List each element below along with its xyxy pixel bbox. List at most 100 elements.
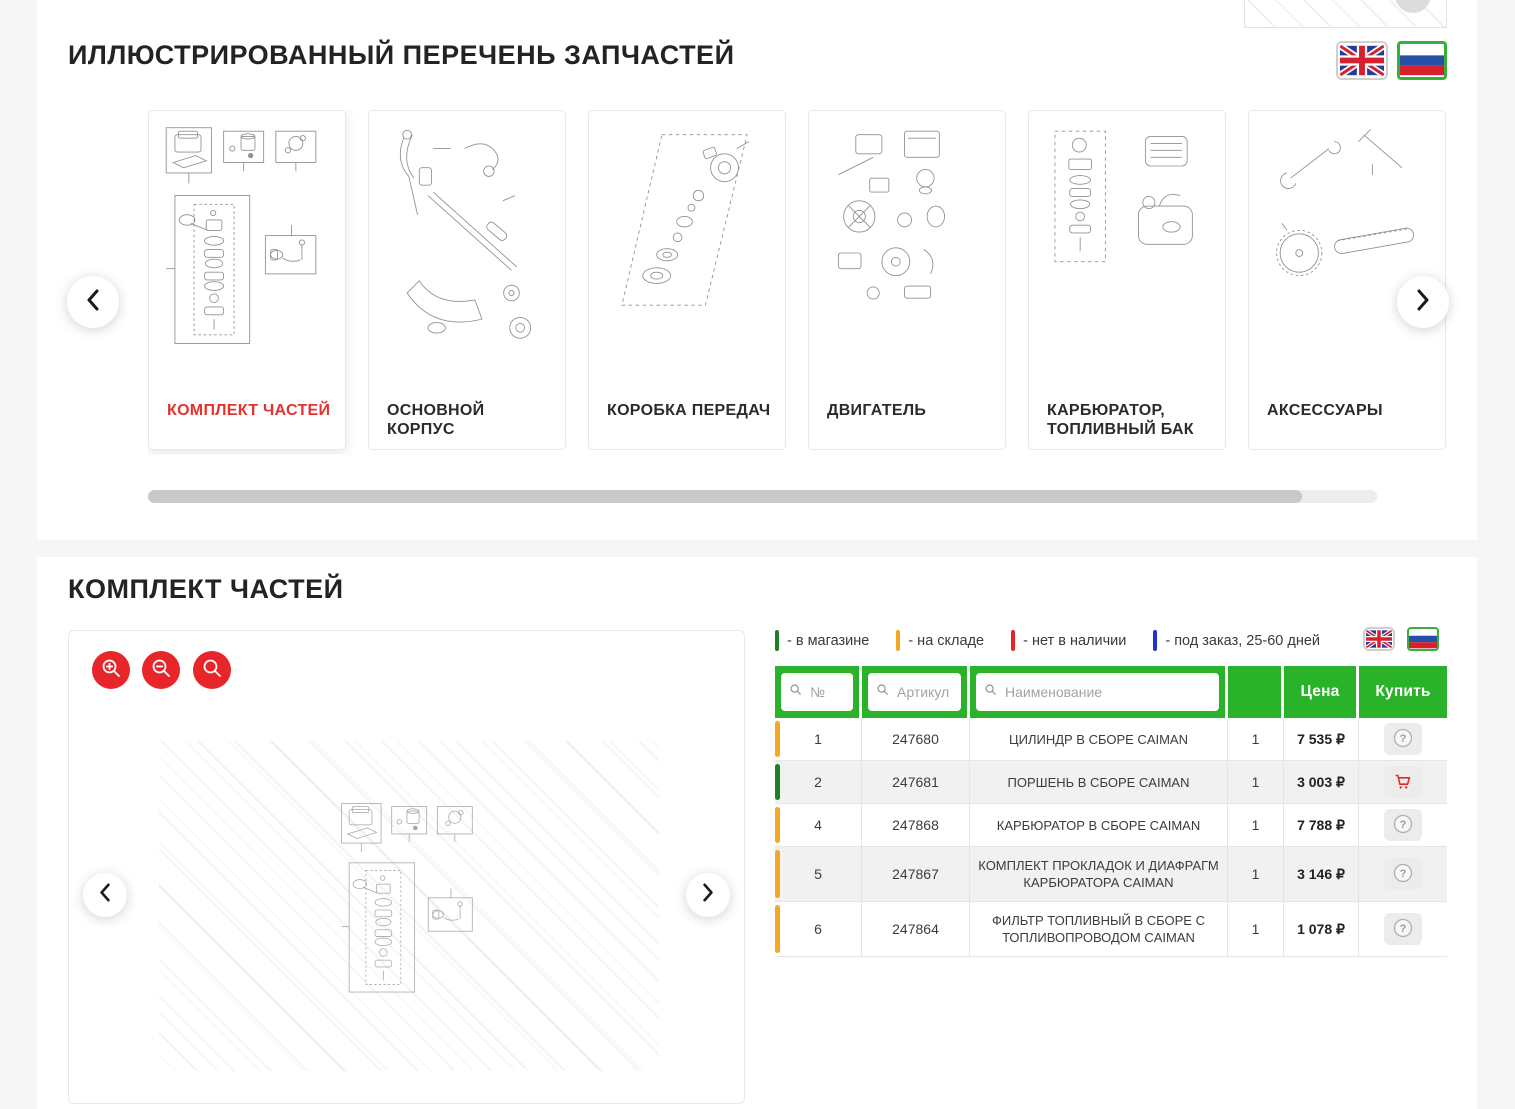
- zoom-in-icon: [100, 657, 122, 684]
- carousel-prev-button[interactable]: [67, 276, 119, 328]
- kit-parts-section: КОМПЛЕКТ ЧАСТЕЙ: [37, 557, 1477, 1109]
- number-search-box: [781, 673, 853, 711]
- chevron-left-icon: [86, 289, 100, 316]
- uk-flag-icon: [1340, 45, 1384, 76]
- parts-groups-carousel: КОМПЛЕКТ ЧАСТЕЙ: [148, 110, 1449, 455]
- cell-buy: ?: [1359, 761, 1447, 803]
- buy-button[interactable]: ?: [1384, 723, 1422, 755]
- question-icon: ?: [1392, 862, 1414, 887]
- svg-text:?: ?: [1400, 923, 1407, 935]
- main-body-diagram: [381, 119, 555, 387]
- section-title-parts-list: ИЛЛЮСТРИРОВАННЫЙ ПЕРЕЧЕНЬ ЗАПЧАСТЕЙ: [68, 40, 735, 70]
- carousel-card-label: АКСЕССУАРЫ: [1267, 402, 1383, 419]
- search-icon: [876, 683, 889, 701]
- cell-name: ПОРШЕНЬ В СБОРЕ CAIMAN: [970, 761, 1228, 803]
- legend-item-in-stock: - на складе: [896, 630, 984, 651]
- cell-buy: ?: [1359, 902, 1447, 956]
- buy-button[interactable]: ?: [1384, 766, 1422, 798]
- kit-exploded-diagram: [337, 799, 489, 1027]
- carousel-next-button[interactable]: [1397, 276, 1449, 328]
- language-english-button-small[interactable]: [1363, 627, 1395, 651]
- zoom-in-button[interactable]: [92, 651, 130, 689]
- carousel-scrollbar-thumb[interactable]: [148, 490, 1302, 503]
- language-russian-button[interactable]: [1397, 41, 1447, 80]
- carousel-card-carburetor-tank[interactable]: КАРБЮРАТОР, ТОПЛИВНЫЙ БАК: [1028, 110, 1226, 450]
- cell-price: 7 788 ₽: [1284, 804, 1359, 846]
- carousel-scrollbar-track[interactable]: [148, 490, 1377, 503]
- legend-label: - на складе: [908, 632, 985, 649]
- accessories-diagram: [1261, 119, 1435, 387]
- sku-search-box: [868, 673, 961, 711]
- header-cell-number: [775, 666, 862, 718]
- search-icon: [201, 657, 223, 684]
- cell-price: 3 003 ₽: [1284, 761, 1359, 803]
- cell-sku: 247868: [862, 804, 970, 846]
- carousel-card-main-body[interactable]: ОСНОВНОЙ КОРПУС: [368, 110, 566, 450]
- chevron-right-icon: [1416, 289, 1430, 316]
- cell-name: ФИЛЬТР ТОПЛИВНЫЙ В СБОРЕ С ТОПЛИВОПРОВОД…: [970, 902, 1228, 956]
- legend-label: - в магазине: [787, 632, 870, 649]
- table-row: 4 247868 КАРБЮРАТОР В СБОРЕ CAIMAN 1 7 7…: [775, 804, 1447, 847]
- previous-section-partial-thumbnail: [1244, 0, 1447, 28]
- carousel-card-engine[interactable]: ДВИГАТЕЛЬ: [808, 110, 1006, 450]
- sku-search-input[interactable]: [895, 683, 953, 701]
- language-russian-button-small[interactable]: [1407, 627, 1439, 651]
- zoom-out-icon: [150, 657, 172, 684]
- cell-number: 5: [775, 847, 862, 901]
- availability-legend: - в магазине - на складе - нет в наличии…: [775, 630, 1320, 651]
- cell-number: 1: [775, 718, 862, 760]
- carousel-card-gearbox[interactable]: КОРОБКА ПЕРЕДАЧ: [588, 110, 786, 450]
- carousel-card-label: ОСНОВНОЙ КОРПУС: [387, 402, 485, 438]
- partial-circle-decoration: [1395, 0, 1431, 13]
- header-cell-price: Цена: [1284, 666, 1359, 718]
- status-color-swatch: [1153, 630, 1158, 651]
- availability-status-bar: [775, 807, 780, 843]
- carousel-card-kit[interactable]: КОМПЛЕКТ ЧАСТЕЙ: [148, 110, 346, 450]
- cell-name: КАРБЮРАТОР В СБОРЕ CAIMAN: [970, 804, 1228, 846]
- availability-status-bar: [775, 850, 780, 898]
- legend-item-in-store: - в магазине: [775, 630, 869, 651]
- carousel-card-label: ДВИГАТЕЛЬ: [827, 402, 927, 419]
- cell-number: 6: [775, 902, 862, 956]
- price-header-label: Цена: [1300, 683, 1340, 700]
- number-search-input[interactable]: [808, 683, 845, 701]
- legend-item-unavailable: - нет в наличии: [1011, 630, 1126, 651]
- legend-item-on-order: - под заказ, 25-60 дней: [1153, 630, 1320, 651]
- table-header: Цена Купить: [775, 666, 1447, 718]
- cell-buy: ?: [1359, 804, 1447, 846]
- kit-parts-diagram: [161, 119, 335, 387]
- svg-text:?: ?: [1400, 819, 1407, 831]
- carburetor-tank-diagram: [1041, 119, 1215, 387]
- cell-sku: 247680: [862, 718, 970, 760]
- buy-button[interactable]: ?: [1384, 809, 1422, 841]
- uk-flag-icon: [1366, 630, 1392, 648]
- question-icon: ?: [1392, 917, 1414, 942]
- image-search-button[interactable]: [193, 651, 231, 689]
- svg-text:?: ?: [1400, 733, 1407, 745]
- language-english-button[interactable]: [1336, 41, 1388, 80]
- cell-buy: ?: [1359, 718, 1447, 760]
- header-cell-sku: [862, 666, 970, 718]
- status-color-swatch: [896, 630, 901, 651]
- buy-button[interactable]: ?: [1384, 858, 1422, 890]
- cell-buy: ?: [1359, 847, 1447, 901]
- cell-price: 7 535 ₽: [1284, 718, 1359, 760]
- zoom-out-button[interactable]: [142, 651, 180, 689]
- gearbox-diagram: [601, 119, 775, 387]
- ru-flag-icon: [1409, 629, 1437, 649]
- cell-qty: 1: [1228, 761, 1284, 803]
- chevron-right-icon: [702, 883, 714, 907]
- header-cell-buy: Купить: [1359, 666, 1447, 718]
- table-row: 1 247680 ЦИЛИНДР В СБОРЕ CAIMAN 1 7 535 …: [775, 718, 1447, 761]
- header-cell-name: [970, 666, 1228, 718]
- viewer-next-button[interactable]: [686, 873, 730, 917]
- cell-sku: 247864: [862, 902, 970, 956]
- legend-label: - нет в наличии: [1023, 632, 1127, 649]
- header-cell-qty: [1228, 666, 1284, 718]
- name-search-input[interactable]: [1003, 683, 1211, 701]
- viewer-prev-button[interactable]: [83, 873, 127, 917]
- buy-button[interactable]: ?: [1384, 913, 1422, 945]
- svg-text:?: ?: [1400, 868, 1407, 880]
- table-row: 2 247681 ПОРШЕНЬ В СБОРЕ CAIMAN 1 3 003 …: [775, 761, 1447, 804]
